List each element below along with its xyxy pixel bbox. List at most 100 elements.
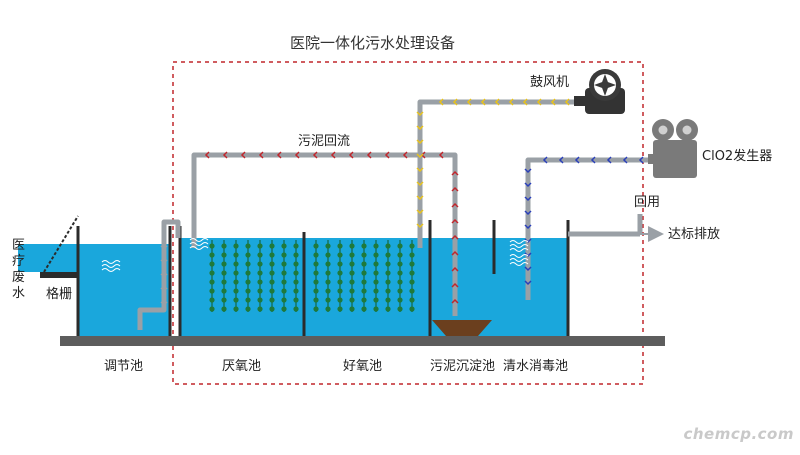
- ground-base: [60, 336, 665, 346]
- media-bead: [337, 261, 343, 267]
- media-bead: [349, 297, 355, 303]
- media-bead: [209, 243, 215, 249]
- sludge-up-arrow: [451, 298, 459, 304]
- clo2-generator-icon: [648, 119, 698, 178]
- media-bead: [245, 270, 251, 276]
- media-bead: [209, 288, 215, 294]
- media-bead: [245, 279, 251, 285]
- lift-up-arrow: [160, 298, 168, 304]
- sludge-return-arrow: [438, 151, 444, 159]
- media-bead: [245, 288, 251, 294]
- media-bead: [221, 261, 227, 267]
- media-bead: [385, 261, 391, 267]
- media-bead: [349, 306, 355, 312]
- media-bead: [337, 297, 343, 303]
- media-bead: [385, 297, 391, 303]
- media-bead: [281, 270, 287, 276]
- media-bead: [361, 306, 367, 312]
- media-bead: [233, 279, 239, 285]
- media-bead: [337, 270, 343, 276]
- media-bead: [373, 306, 379, 312]
- media-bead: [293, 288, 299, 294]
- anaerobic-tank-label: 厌氧池: [222, 359, 262, 374]
- sludge-return-arrow: [276, 151, 282, 159]
- sludge-settling-tank-water: [430, 238, 494, 336]
- clo2-generator-label: ClO2发生器: [702, 149, 773, 164]
- air-flow-arrow: [452, 98, 458, 106]
- media-bead: [269, 297, 275, 303]
- sludge-up-arrow: [451, 234, 459, 240]
- sludge-up-arrow: [451, 282, 459, 288]
- sludge-return-label: 污泥回流: [298, 134, 351, 149]
- media-bead: [209, 297, 215, 303]
- media-bead: [269, 243, 275, 249]
- media-bead: [409, 288, 415, 294]
- diagram-title: 医院一体化污水处理设备: [290, 34, 456, 52]
- media-bead: [409, 270, 415, 276]
- sludge-hopper: [432, 320, 492, 336]
- clo2-down-arrow: [524, 224, 532, 230]
- media-bead: [373, 270, 379, 276]
- media-bead: [245, 243, 251, 249]
- air-flow-arrow: [494, 98, 500, 106]
- air-flow-arrow: [522, 98, 528, 106]
- media-bead: [361, 297, 367, 303]
- media-bead: [293, 261, 299, 267]
- aerobic-tank-water: [304, 238, 430, 336]
- media-bead: [233, 288, 239, 294]
- media-bead: [209, 306, 215, 312]
- media-bead: [325, 288, 331, 294]
- clo2-down-arrow: [524, 182, 532, 188]
- air-flow-arrow: [438, 98, 444, 106]
- air-flow-arrow: [466, 98, 472, 106]
- clo2-flow-arrow: [558, 156, 564, 164]
- air-down-arrow: [416, 195, 424, 201]
- wave-mark: [509, 244, 529, 248]
- media-bead: [349, 270, 355, 276]
- media-bead: [281, 297, 287, 303]
- clo2-down-arrow: [524, 168, 532, 174]
- clo2-flow-arrow: [542, 156, 548, 164]
- media-bead: [385, 252, 391, 258]
- media-bead: [397, 243, 403, 249]
- media-bead: [221, 243, 227, 249]
- sludge-return-arrow: [384, 151, 390, 159]
- media-bead: [313, 279, 319, 285]
- media-bead: [269, 252, 275, 258]
- media-bead: [233, 243, 239, 249]
- media-bead: [361, 243, 367, 249]
- media-bead: [325, 252, 331, 258]
- media-bead: [337, 306, 343, 312]
- air-flow-arrow: [480, 98, 486, 106]
- media-bead: [313, 297, 319, 303]
- sludge-return-arrow: [240, 151, 246, 159]
- media-bead: [409, 306, 415, 312]
- sludge-return-arrow: [348, 151, 354, 159]
- wave-mark: [509, 240, 529, 244]
- media-bead: [325, 261, 331, 267]
- clear-water-tank-water: [494, 238, 568, 336]
- media-bead: [361, 288, 367, 294]
- media-bead: [233, 270, 239, 276]
- media-bead: [325, 270, 331, 276]
- air-down-arrow: [416, 223, 424, 229]
- media-bead: [281, 288, 287, 294]
- media-bead: [221, 306, 227, 312]
- water-waves: [101, 238, 529, 272]
- media-bead: [269, 306, 275, 312]
- media-bead: [313, 243, 319, 249]
- media-bead: [209, 261, 215, 267]
- media-bead: [361, 252, 367, 258]
- media-bead: [269, 270, 275, 276]
- media-bead: [349, 261, 355, 267]
- media-bead: [337, 288, 343, 294]
- clo2-down-arrow: [524, 210, 532, 216]
- media-bead: [293, 279, 299, 285]
- reuse-label: 回用: [634, 195, 661, 210]
- air-down-arrow: [416, 181, 424, 187]
- media-bead: [209, 279, 215, 285]
- media-bead: [245, 306, 251, 312]
- media-bead: [269, 288, 275, 294]
